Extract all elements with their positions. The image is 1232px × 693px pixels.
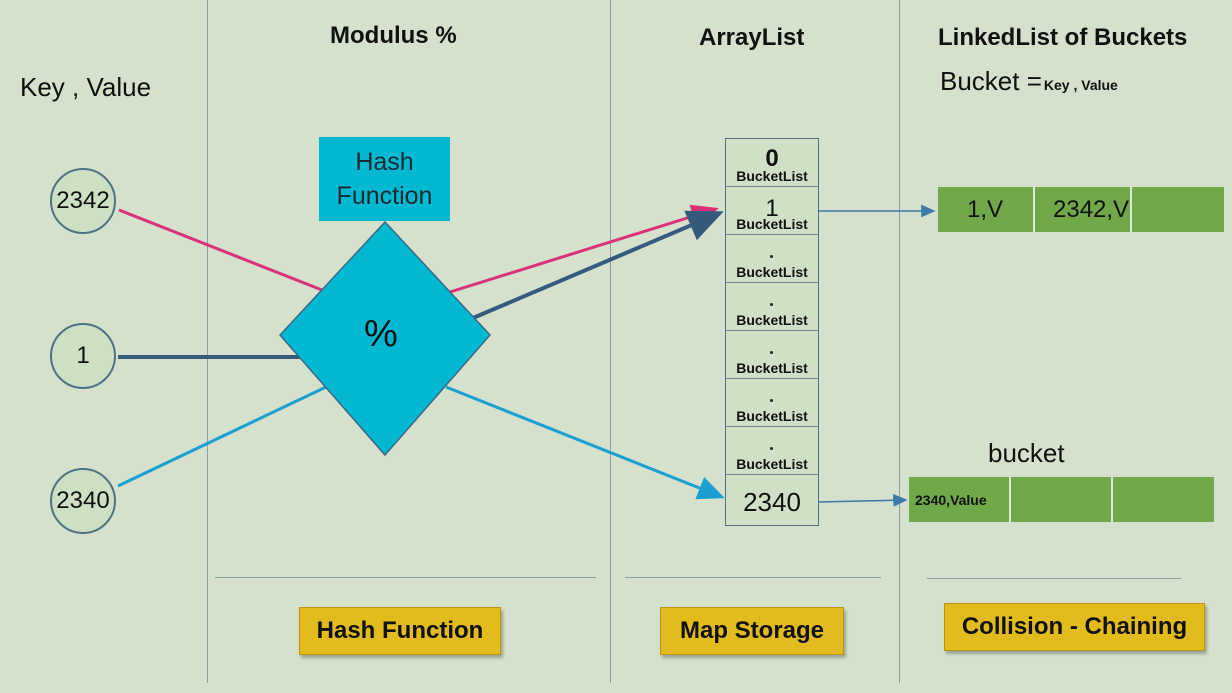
modulus-diamond	[278, 220, 492, 457]
ellipsis-dot	[770, 255, 773, 258]
bucketlist-label: BucketList	[736, 456, 808, 472]
arrow-2342-to-array	[449, 204, 719, 294]
hash-function-box: Hash Function	[319, 137, 450, 221]
modulus-operator: %	[364, 313, 398, 355]
modulus-heading: Modulus %	[330, 22, 457, 49]
collision-chaining-button[interactable]: Collision - Chaining	[944, 603, 1205, 651]
arrow-2340-to-array	[445, 385, 725, 500]
bucketlist-label: BucketList	[736, 312, 808, 328]
key-2340-circle: 2340	[50, 468, 116, 534]
array-cell-4: BucketList	[726, 331, 818, 379]
bucketlist-label: BucketList	[736, 216, 808, 232]
input-label: Key , Value	[20, 72, 152, 102]
arrow-index-2340-to-chain	[817, 493, 908, 507]
arraylist-storage: 0 BucketList 1 BucketList BucketList Buc…	[725, 138, 819, 526]
chain-node	[1011, 477, 1113, 522]
ellipsis-dot	[770, 447, 773, 450]
array-cell-3: BucketList	[726, 283, 818, 331]
ellipsis-dot	[770, 351, 773, 354]
chain-node: 2342,V	[1035, 187, 1132, 232]
bucketlist-label: BucketList	[736, 408, 808, 424]
arraylist-heading: ArrayList	[699, 24, 805, 51]
chain-node: 1,V	[938, 187, 1035, 232]
array-cell-1: 1 BucketList	[726, 187, 818, 235]
chain-node	[1132, 187, 1224, 232]
array-index-0: 0	[765, 145, 779, 172]
ellipsis-dot	[770, 399, 773, 402]
array-cell-2340: 2340	[726, 475, 818, 525]
key-2342-circle: 2342	[50, 168, 116, 234]
arrow-key-2342-in	[118, 208, 323, 292]
key-1-circle: 1	[50, 323, 116, 389]
chain-node	[1113, 477, 1214, 522]
hash-function-button[interactable]: Hash Function	[299, 607, 501, 655]
footer-rule-1	[215, 577, 596, 578]
arrow-1-to-array	[472, 210, 724, 320]
bucketlist-label: BucketList	[736, 264, 808, 280]
array-index-2340: 2340	[743, 487, 801, 517]
array-index-1: 1	[765, 195, 779, 222]
bucket-label: bucket	[988, 438, 1065, 468]
bucket-def-label: Bucket =	[940, 66, 1042, 96]
map-storage-button[interactable]: Map Storage	[660, 607, 844, 655]
array-cell-0: 0 BucketList	[726, 139, 818, 187]
bucketlist-label: BucketList	[736, 360, 808, 376]
bucket-chain-2340: 2340,Value	[909, 477, 1214, 522]
array-cell-2: BucketList	[726, 235, 818, 283]
chain-node: 2340,Value	[909, 477, 1011, 522]
arrow-key-2340-in	[117, 385, 327, 488]
bucketlist-label: BucketList	[736, 168, 808, 184]
divider-3	[899, 0, 900, 683]
linkedlist-heading: LinkedList of Buckets	[938, 24, 1188, 51]
footer-rule-3	[927, 578, 1181, 579]
divider-1	[207, 0, 208, 683]
array-cell-6: BucketList	[726, 427, 818, 475]
bucket-chain-1: 1,V 2342,V	[938, 187, 1224, 232]
bucket-definition: Bucket =Key , Value	[940, 66, 1118, 97]
bucket-def-small: Key , Value	[1043, 77, 1118, 93]
divider-2	[610, 0, 611, 683]
ellipsis-dot	[770, 303, 773, 306]
array-cell-5: BucketList	[726, 379, 818, 427]
footer-rule-2	[625, 577, 881, 578]
